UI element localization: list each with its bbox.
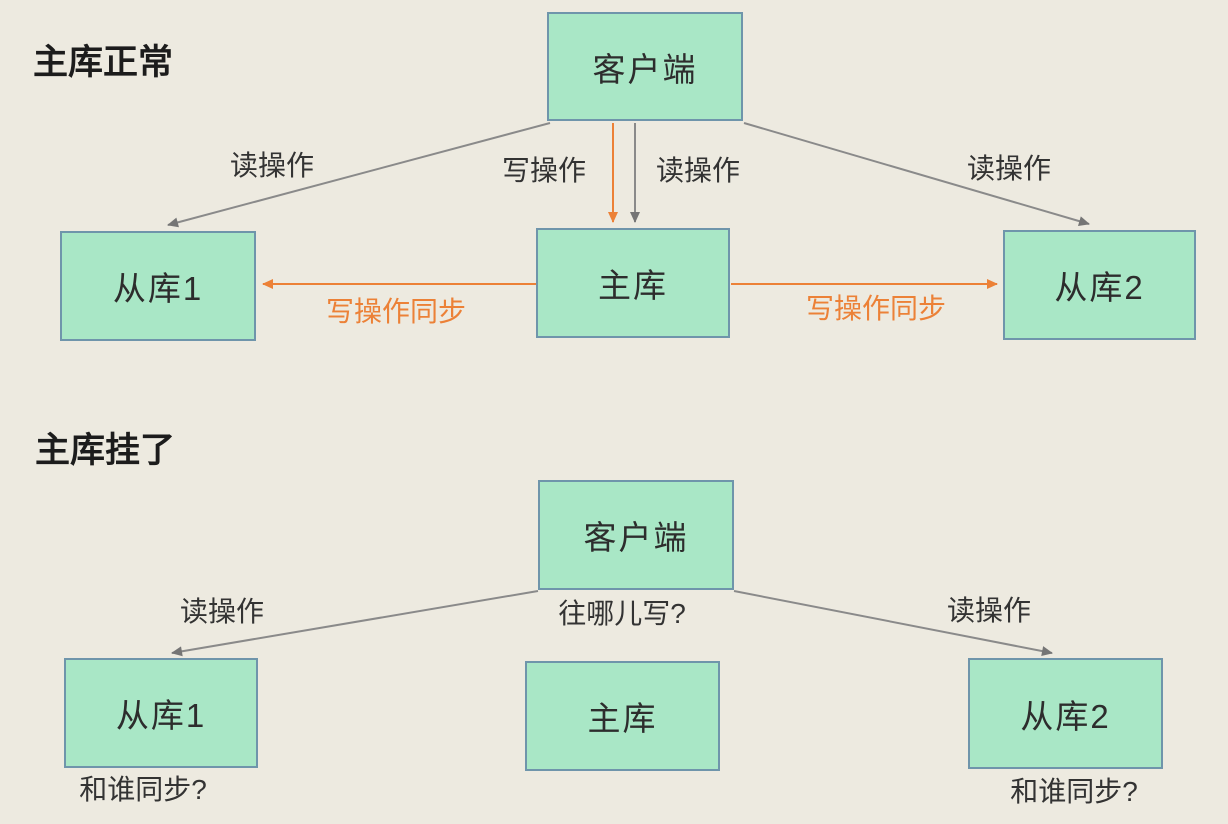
node-slave1-down: 从库1 xyxy=(64,658,258,768)
arrow-read-client-to-slave1 xyxy=(167,122,551,228)
node-slave2-down: 从库2 xyxy=(968,658,1163,769)
node-client-normal: 客户端 xyxy=(547,12,743,121)
label-sync-question-right-down: 和谁同步? xyxy=(1010,776,1138,807)
node-client-down: 客户端 xyxy=(538,480,734,590)
node-slave2-normal: 从库2 xyxy=(1003,230,1196,340)
label-read-right-down: 读操作 xyxy=(946,595,1032,626)
label-sync-question-left-down: 和谁同步? xyxy=(79,774,207,805)
section-title-master-down: 主库挂了 xyxy=(35,431,176,470)
label-sync-right-normal: 写操作同步 xyxy=(805,293,947,324)
label-write-question-down: 往哪儿写? xyxy=(558,598,686,629)
section-title-master-normal: 主库正常 xyxy=(33,43,174,82)
label-read-mid-normal: 读操作 xyxy=(655,155,741,186)
node-master-normal: 主库 xyxy=(536,228,730,338)
label-read-right-normal: 读操作 xyxy=(966,153,1052,184)
label-write-normal: 写操作 xyxy=(501,155,587,186)
label-read-left-normal: 读操作 xyxy=(229,150,315,181)
label-read-left-down: 读操作 xyxy=(179,596,265,627)
node-master-down: 主库 xyxy=(525,661,720,771)
node-slave1-normal: 从库1 xyxy=(60,231,256,341)
label-sync-left-normal: 写操作同步 xyxy=(325,296,467,327)
